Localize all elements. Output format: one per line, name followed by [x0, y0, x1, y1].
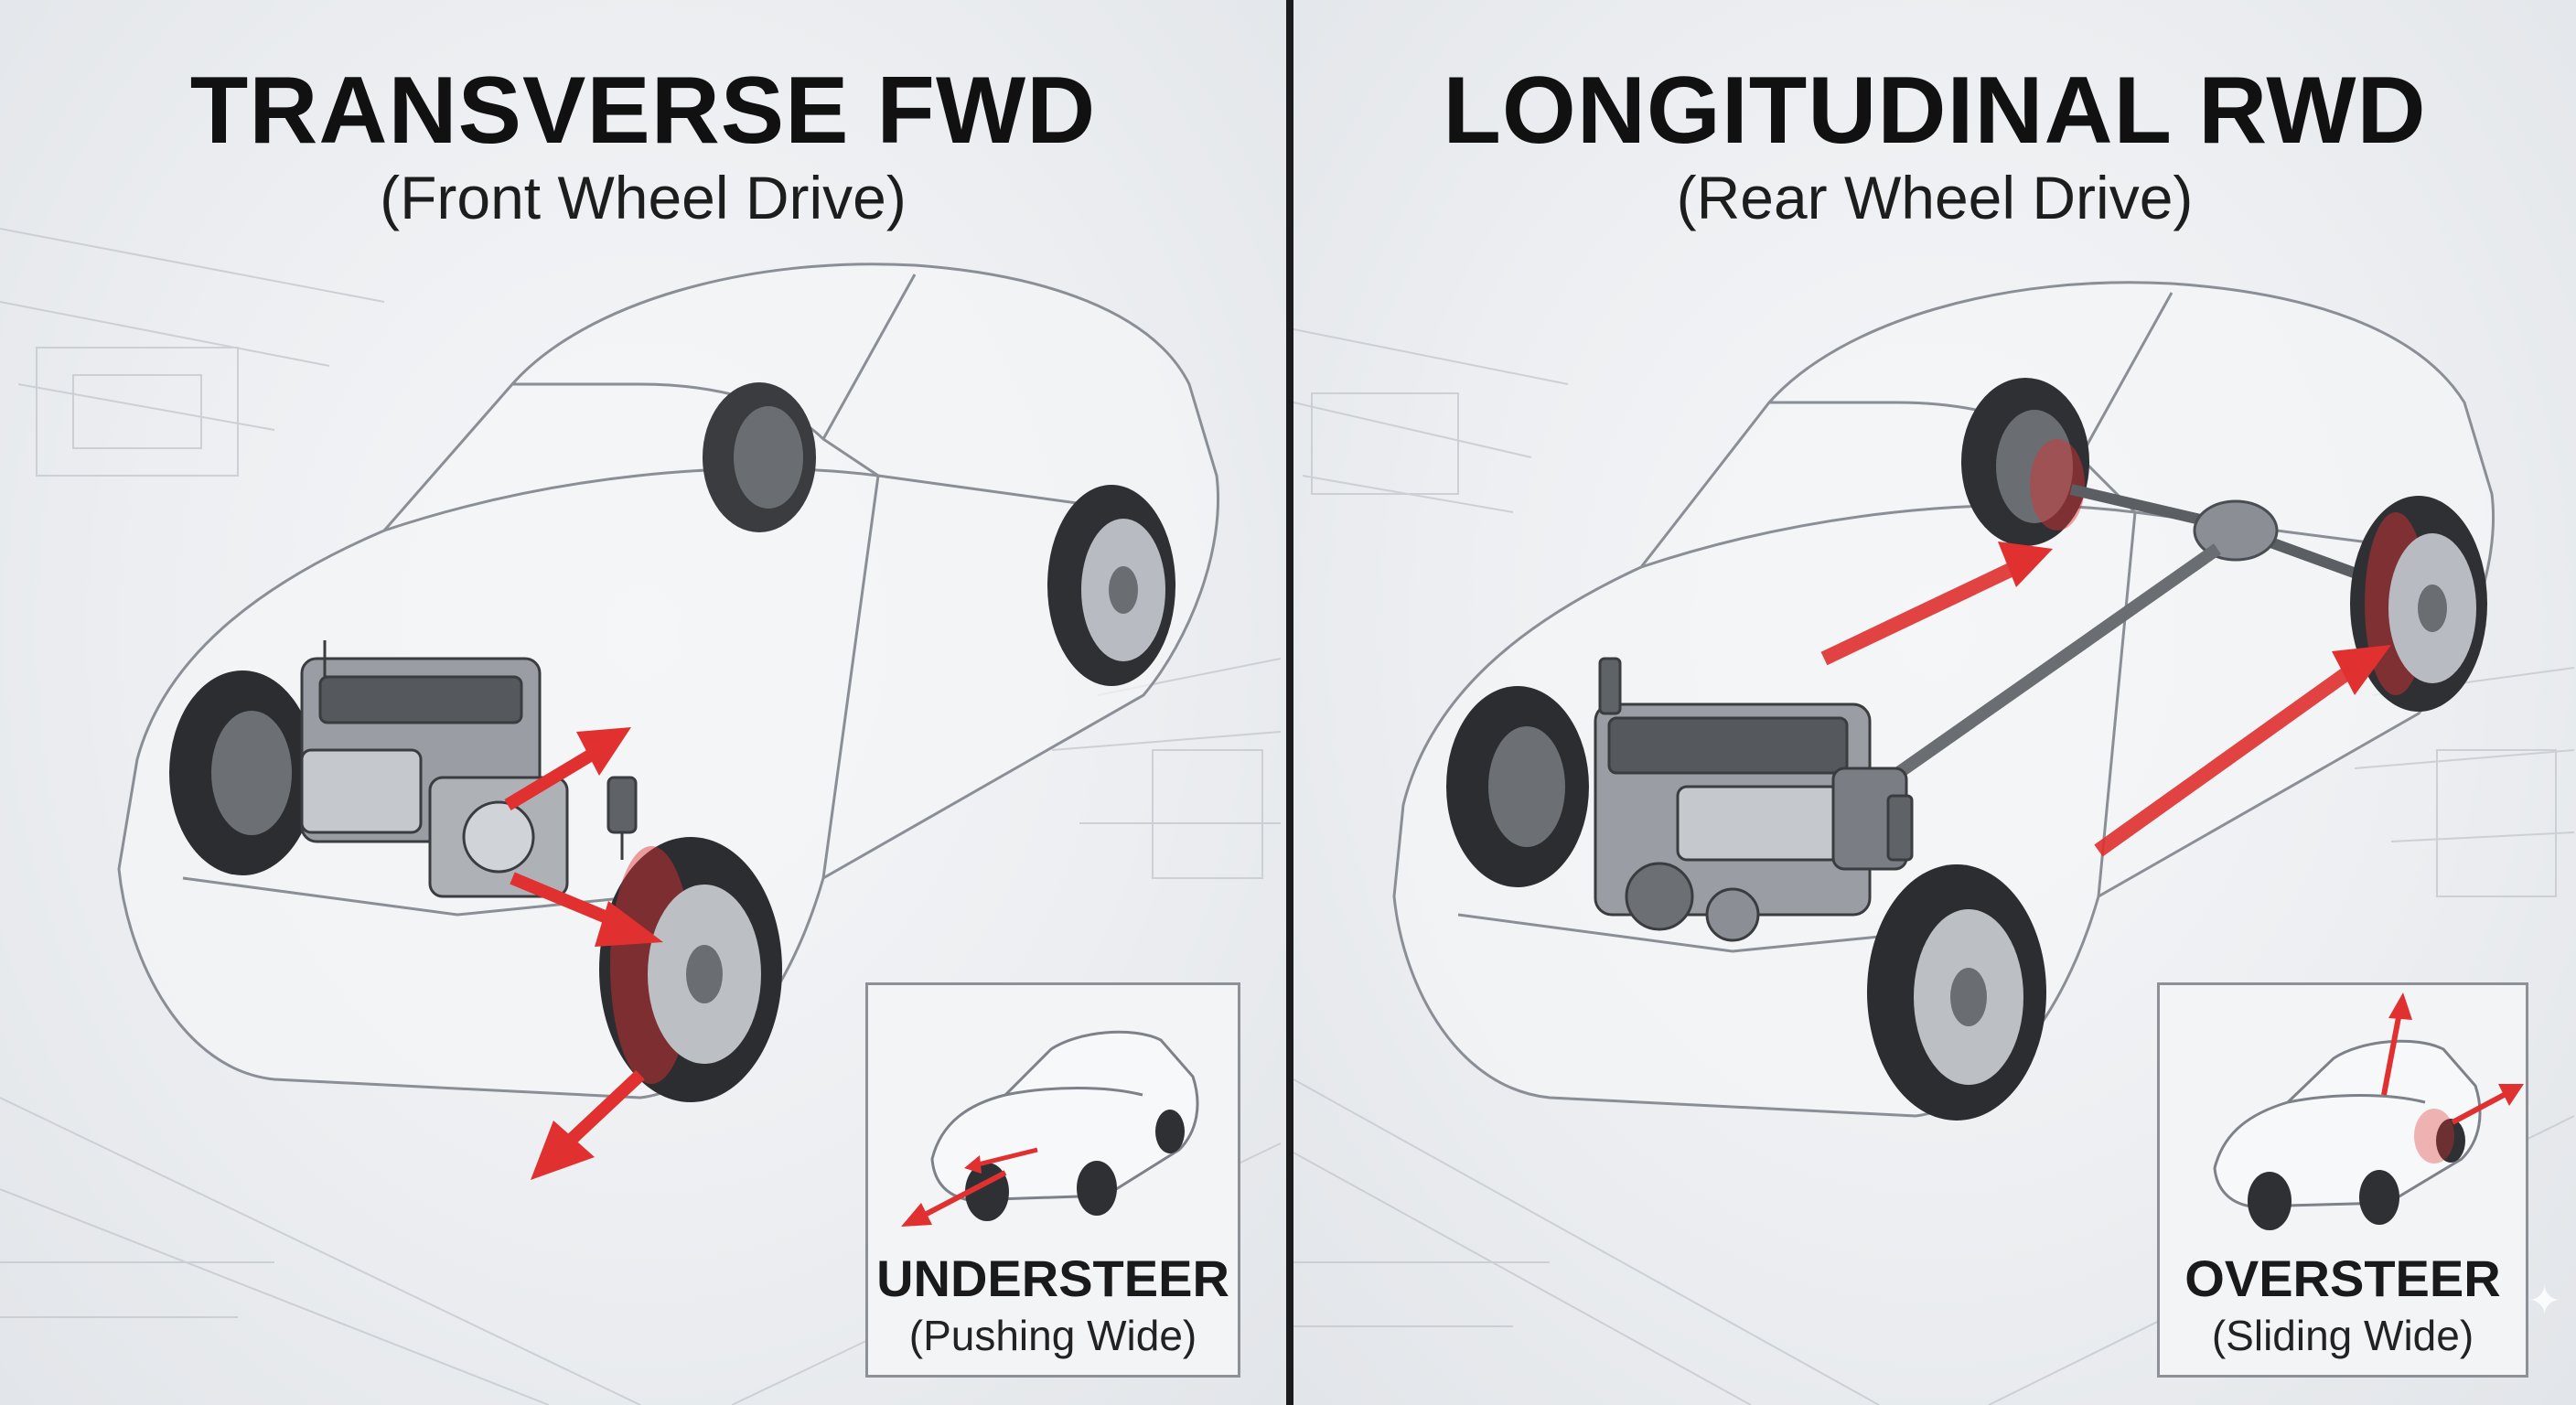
- transverse-engine: [300, 640, 638, 898]
- front-wheel-near: [599, 837, 782, 1102]
- understeer-label: UNDERSTEER: [876, 1249, 1229, 1307]
- understeer-sublabel: (Pushing Wide): [908, 1312, 1197, 1359]
- front-wheel-far: [169, 670, 316, 875]
- oversteer-car-icon: [2213, 992, 2524, 1230]
- force-arrows: [504, 727, 663, 1180]
- sparkle-icon: ✦: [2528, 1278, 2561, 1325]
- rwd-title: LONGITUDINAL RWD: [1443, 58, 2427, 164]
- rear-axle: [2069, 484, 2367, 582]
- longitudinal-engine: [1594, 657, 1914, 942]
- understeer-car-icon: [901, 1030, 1199, 1227]
- rear-wheel-far: [703, 382, 816, 532]
- understeer-inset: UNDERSTEER (Pushing Wide): [865, 982, 1240, 1378]
- fwd-panel: TRANSVERSE FWD (Front Wheel Drive) UNDER…: [0, 0, 1286, 1405]
- rwd-car-illustration: [1392, 281, 2496, 1121]
- rear-wheel-near: [1047, 485, 1175, 686]
- oversteer-label: OVERSTEER: [2184, 1249, 2501, 1307]
- front-wheel-near: [1867, 864, 2046, 1121]
- panel-divider: [1286, 0, 1293, 1405]
- oversteer-sublabel: (Sliding Wide): [2211, 1312, 2474, 1359]
- rear-wheel-near: [2350, 496, 2487, 712]
- rwd-subtitle: (Rear Wheel Drive): [1676, 164, 2194, 231]
- fwd-car-illustration: [117, 263, 1220, 1180]
- front-wheel-far: [1446, 686, 1589, 887]
- rwd-panel: LONGITUDINAL RWD (Rear Wheel Drive) OVER…: [1293, 0, 2576, 1405]
- differential: [2193, 499, 2279, 562]
- fwd-title: TRANSVERSE FWD: [189, 58, 1097, 164]
- force-arrows: [1820, 542, 2391, 857]
- fwd-subtitle: (Front Wheel Drive): [380, 164, 907, 231]
- driveshaft: [1874, 543, 2222, 792]
- rear-wheel-far: [1961, 378, 2089, 546]
- oversteer-inset: OVERSTEER (Sliding Wide): [2157, 982, 2528, 1378]
